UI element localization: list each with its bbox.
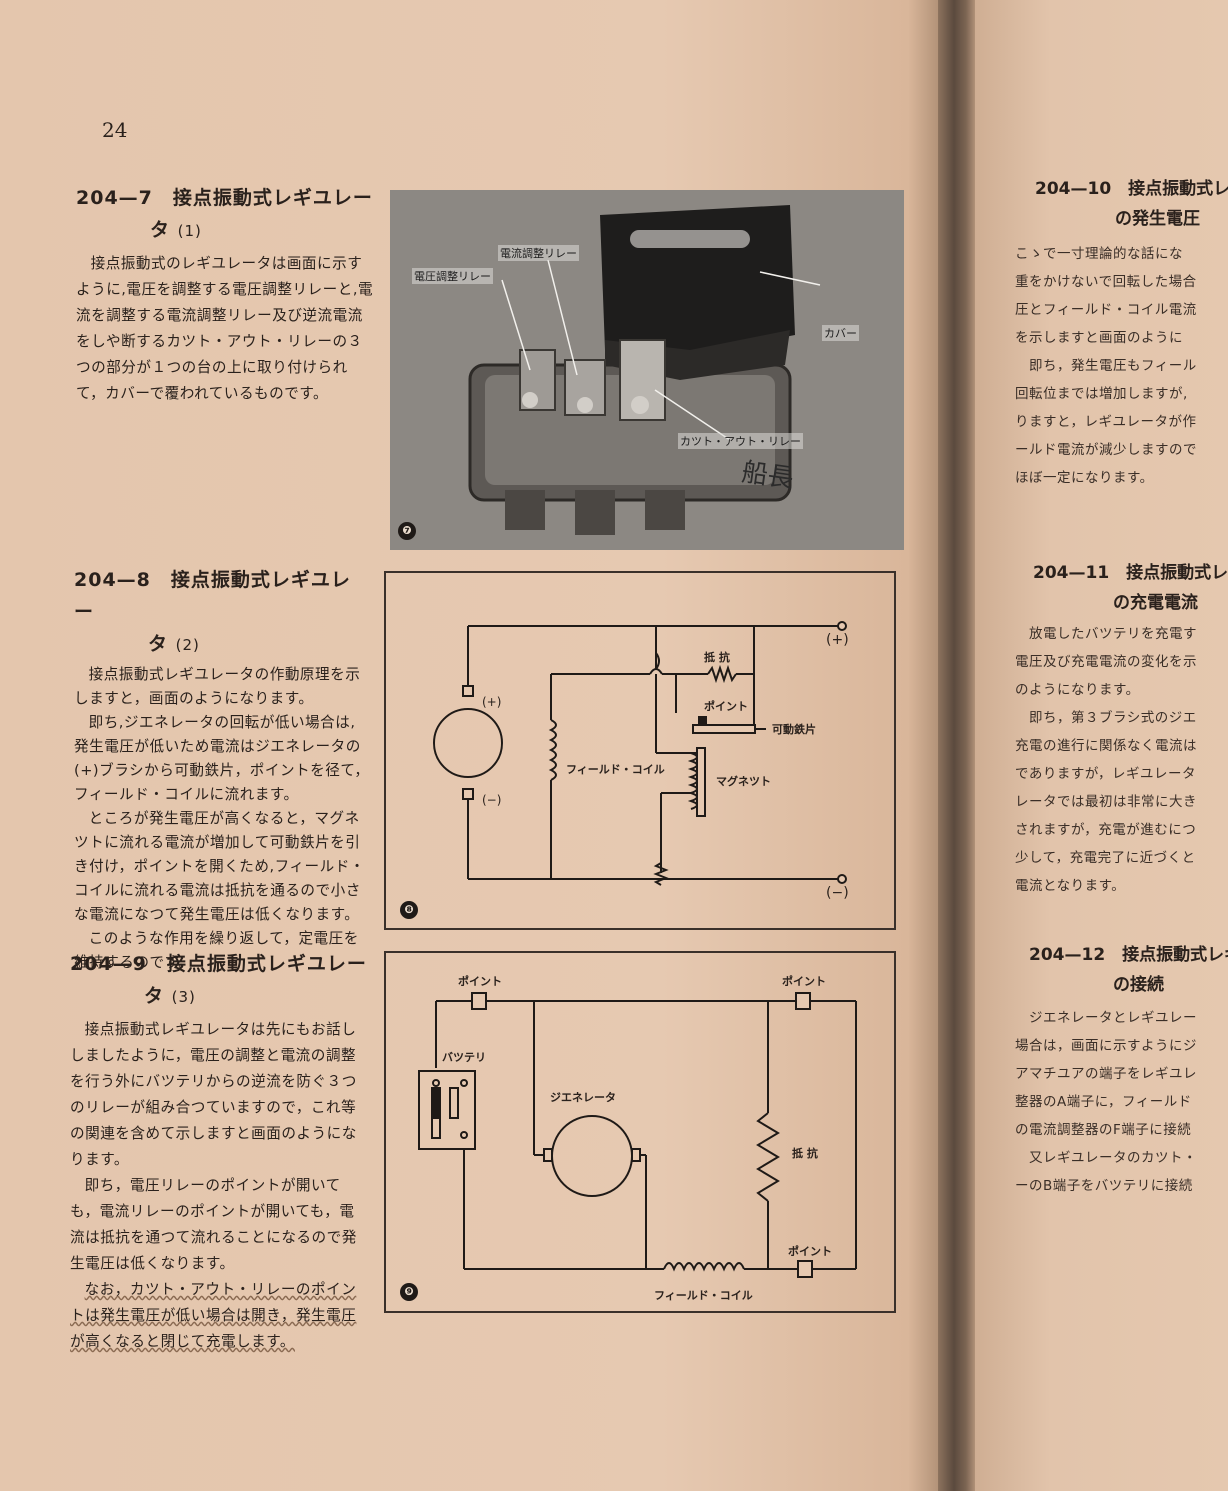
section-paragraph: 即ち,ジエネレータの回転が低い場合は,発生電圧が低いため電流はジエネレータの(+… [74, 714, 370, 803]
label-point-bottom: ポイント [788, 1245, 832, 1258]
section-title-cont: タ (2) [148, 633, 200, 655]
section-title: 204—9 接点振動式レギユレー [70, 953, 367, 975]
right-text-line: アマチユアの端子をレギユレ [1015, 1066, 1197, 1082]
label-point: ポイント [704, 700, 748, 713]
right-text-line: されますが，充電が進むにつ [1015, 822, 1197, 838]
label-current-relay: 電流調整リレー [498, 245, 579, 261]
right-text-line: 即ち，発生電圧もフィール [1015, 358, 1197, 374]
regulator-principle-circuit [433, 621, 847, 886]
right-text-line: 少して，充電完了に近づくと [1015, 850, 1196, 866]
book-gutter [938, 0, 978, 1491]
section-paragraph: 接点振動式レギユレータは先にもお話ししましたように，電圧の調整と電流の調整を行う… [70, 1021, 357, 1168]
regulator-photo-illustration [390, 190, 904, 550]
right-section-204-11-text: 放電したバツテリを充電す 電圧及び充電電流の変化を示 のようになります。 即ち，… [1015, 620, 1197, 900]
label-output-minus: (−) [826, 885, 849, 901]
section-paragraph: ところが発生電圧が高くなると，マグネツトに流れる電流が増加して可動鉄片を引き付け… [74, 810, 365, 923]
right-text-line: の電流調整器のF端子に接続 [1015, 1122, 1192, 1138]
figure-9-number: ❾ [400, 1283, 418, 1301]
label-point-top-right: ポイント [782, 975, 826, 988]
label-cover: カバー [822, 325, 859, 341]
right-section-title-cont: の充電電流 [1113, 593, 1198, 613]
right-text-line: 充電の進行に関係なく電流は [1015, 738, 1197, 754]
right-text-line: ほぼ一定になります。 [1015, 470, 1154, 486]
right-text-line: 放電したバツテリを充電す [1015, 626, 1197, 642]
handwritten-signature: 船長 [739, 457, 796, 495]
right-text-line: 圧とフィールド・コイル電流 [1015, 302, 1197, 318]
label-field-coil: フィールド・コイル [566, 763, 665, 776]
figure-8-number: ❽ [400, 901, 418, 919]
label-resistor: 抵 抗 [704, 651, 730, 664]
section-title-cont: タ (1) [150, 219, 202, 241]
label-gen-plus: (+) [482, 695, 502, 709]
right-text-line: 場合は，画面に示すようにジ [1015, 1038, 1197, 1054]
right-text-line: 電圧及び充電電流の変化を示 [1015, 654, 1197, 670]
right-text-line: 電流となります。 [1015, 878, 1126, 894]
right-section-204-10-text: こゝで一寸理論的な話にな 重をかけないで回転した場合 圧とフィールド・コイル電流… [1015, 240, 1197, 492]
figure-7-number: ❼ [398, 522, 416, 540]
regulator-connection-circuit [418, 992, 857, 1278]
label-magnet: マグネツト [716, 775, 771, 788]
figure-7-photo: 電流調整リレー 電圧調整リレー カバー カツト・アウト・リレー 船長 ❼ [390, 190, 904, 550]
right-text-line: こゝで一寸理論的な話にな [1015, 246, 1183, 262]
section-204-9: 204—9 接点振動式レギユレー タ (3) 接点振動式レギユレータは先にもお話… [70, 948, 368, 1355]
right-section-title: 204—11 接点振動式レ [1033, 563, 1228, 583]
right-text-line: 即ち，第３ブラシ式のジエ [1015, 710, 1197, 726]
section-204-7: 204—7 接点振動式レギユレー タ (1) 接点振動式のレギユレータは画面に示… [76, 182, 376, 407]
section-204-8: 204—8 接点振動式レギユレー タ (2) 接点振動式レギユレータの作動原理を… [74, 564, 370, 975]
right-text-line: ールド電流が減少しますので [1015, 442, 1197, 458]
right-text-line: 重をかけないで回転した場合 [1015, 274, 1197, 290]
section-paragraph: 即ち，電圧リレーのポイントが開いても，電流リレーのポイントが開いても，電流は抵抗… [70, 1177, 357, 1272]
label-generator: ジエネレータ [550, 1091, 616, 1104]
right-text-line: ーのB端子をバツテリに接続 [1015, 1178, 1193, 1194]
page-number: 24 [102, 118, 128, 142]
right-section-title-cont: の発生電圧 [1115, 209, 1200, 229]
right-text-line: でありますが，レギユレータ [1015, 766, 1197, 782]
figure-9-diagram: ポイント ポイント バツテリ ジエネレータ 抵 抗 ポイント フィールド・コイル… [384, 951, 896, 1313]
right-section-204-11: 204—11 接点振動式レ の充電電流 [1033, 558, 1228, 618]
right-text-line: 又レギユレータのカツト・ [1015, 1150, 1197, 1166]
section-title: 204—8 接点振動式レギユレー [74, 569, 351, 623]
section-paragraph: このような作用を繰り返して，定電圧を維持するのです。 [74, 930, 359, 971]
label-field-coil: フィールド・コイル [654, 1289, 753, 1302]
figure-8-diagram: (+) (−) (+) (−) 抵 抗 ポイント 可動鉄片 フィールド・コイル … [384, 571, 896, 930]
label-armature: 可動鉄片 [772, 723, 816, 736]
right-section-204-10: 204—10 接点振動式レ の発生電圧 [1035, 174, 1228, 234]
section-title: 204—7 接点振動式レギユレー [76, 187, 373, 209]
label-point-top-left: ポイント [458, 975, 502, 988]
right-text-line: 整器のA端子に，フィールド [1015, 1094, 1192, 1110]
section-paragraph: なお，カツト・アウト・リレーのポイントは発生電圧が低い場合は開き，発生電圧が高く… [70, 1281, 357, 1350]
right-text-line: レータでは最初は非常に大き [1015, 794, 1197, 810]
right-text-line: ジエネレータとレギユレー [1015, 1010, 1197, 1026]
right-text-line: を示しますと画面のように [1015, 330, 1183, 346]
right-text-line: のようになります。 [1015, 682, 1140, 698]
section-paragraph: 接点振動式のレギユレータは画面に示すように,電圧を調整する電圧調整リレーと,電流… [76, 255, 374, 402]
right-section-title: 204—12 接点振動式レギ [1029, 945, 1228, 965]
label-resistor: 抵 抗 [792, 1147, 818, 1160]
right-page: 204—10 接点振動式レ の発生電圧 こゝで一寸理論的な話にな 重をかけないで… [975, 0, 1228, 1491]
section-title-cont: タ (3) [144, 985, 196, 1007]
right-section-204-12-text: ジエネレータとレギユレー 場合は，画面に示すようにジ アマチユアの端子をレギユレ… [1015, 1004, 1197, 1200]
right-section-204-12: 204—12 接点振動式レギ の接続 [1029, 940, 1228, 1000]
label-voltage-relay: 電圧調整リレー [412, 268, 493, 284]
right-section-title-cont: の接続 [1113, 975, 1164, 995]
section-paragraph: 接点振動式レギユレータの作動原理を示しますと，画面のようになります。 [74, 666, 361, 707]
right-text-line: 回転位までは増加しますが, [1015, 386, 1188, 402]
right-section-title: 204—10 接点振動式レ [1035, 179, 1228, 199]
label-battery: バツテリ [442, 1051, 486, 1064]
label-cutout-relay: カツト・アウト・リレー [678, 433, 803, 449]
label-gen-minus: (−) [482, 793, 502, 807]
right-text-line: りますと，レギユレータが作 [1015, 414, 1197, 430]
label-output-plus: (+) [826, 632, 849, 648]
